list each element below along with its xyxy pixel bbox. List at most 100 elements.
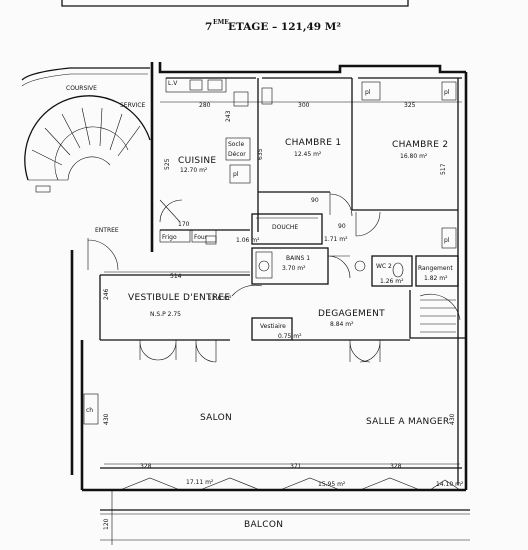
dim-635: 635: [257, 148, 264, 160]
dim-328-right: 328: [390, 463, 402, 470]
four-label: Four: [194, 234, 208, 241]
rangement-label: Rangement: [418, 265, 453, 272]
vestibule-door[interactable]: [231, 284, 263, 297]
dim-517: 517: [440, 163, 447, 175]
douche-label: DOUCHE: [272, 224, 298, 231]
dim-90-b: 90: [338, 223, 346, 230]
degagement-area: 8.84 m²: [330, 321, 354, 328]
pl-chambre2-box: [361, 81, 381, 101]
coursive-inner: [21, 73, 148, 87]
bains1-label: BAINS 1: [286, 255, 310, 262]
area-106: 1.06 m²: [236, 237, 260, 244]
pl-right-lower-box: [441, 227, 457, 249]
lv-label: L.V: [168, 80, 178, 87]
floor-title-sup: EME: [213, 19, 229, 26]
right-staircase: [409, 290, 466, 339]
balcon-label: BALCON: [244, 520, 283, 530]
douche-room: [251, 213, 323, 245]
floor-title-number: 7: [205, 21, 212, 33]
spiral-staircase: [24, 95, 151, 193]
dim-430-right: 430: [449, 413, 456, 425]
kitchen-counter-top: [165, 77, 227, 93]
dim-514: 514: [170, 273, 182, 280]
balcon-area-3: 14.10 m²: [436, 481, 464, 488]
vestibule-label: VESTIBULE D'ENTREE: [128, 293, 230, 303]
dim-430-left: 430: [103, 413, 110, 425]
vestiaire-area: 0.75 m²: [278, 333, 302, 340]
dim-90-a: 90: [311, 197, 319, 204]
salon-double-doors[interactable]: [139, 340, 217, 363]
entree-label: ENTREE: [95, 227, 119, 234]
fridge: [159, 229, 191, 243]
pl-right: pl: [444, 89, 450, 96]
wc2-area: 1.26 m²: [380, 278, 404, 285]
facade-windows: [119, 477, 461, 491]
rangement-area: 1.82 m²: [424, 275, 448, 282]
kitchen-cabinet: [229, 164, 251, 184]
wc2-label: WC 2: [376, 263, 392, 270]
entry-door[interactable]: [87, 238, 119, 271]
bains1-room: [251, 247, 329, 285]
dim-525: 525: [164, 158, 171, 170]
chambre2-label: CHAMBRE 2: [392, 140, 448, 150]
dim-243: 243: [225, 110, 232, 122]
dim-300: 300: [298, 102, 310, 109]
salle-label: SALLE A MANGER: [366, 417, 449, 427]
pl-right-box: [441, 81, 457, 101]
kitchen-unit: [233, 91, 249, 107]
degagement-label: DEGAGEMENT: [318, 309, 385, 319]
ch-label: ch: [86, 407, 93, 414]
dim-120: 120: [103, 518, 110, 530]
wall-box: [205, 235, 217, 245]
douche-area: 1.71 m²: [324, 236, 348, 243]
salle-door-left[interactable]: [349, 340, 371, 363]
toilet: [392, 262, 404, 278]
pl-right-lower: pl: [444, 237, 450, 244]
bathtub: [255, 251, 273, 279]
dim-325: 325: [404, 102, 416, 109]
chambre1-closet: [261, 87, 273, 105]
dim-328-left: 328: [140, 463, 152, 470]
pl-cuisine: pl: [233, 171, 239, 178]
salle-door-right[interactable]: [359, 340, 381, 363]
coursive-label: COURSIVE: [66, 85, 97, 92]
fireplace: [83, 393, 99, 425]
decor-label: Décor: [228, 151, 246, 158]
vestibule-area: 12.6 m²: [208, 295, 232, 302]
kitchen-hob: [207, 79, 223, 91]
outer-wall-top: [158, 62, 466, 74]
salon-label: SALON: [200, 413, 232, 423]
service-label: SERVICE: [120, 102, 146, 109]
coursive-wall: [21, 67, 150, 81]
cuisine-door[interactable]: [159, 199, 183, 223]
dimensions: [104, 101, 462, 465]
socle-label: Socle: [228, 141, 244, 148]
balcon-area-2: 15.95 m²: [318, 481, 346, 488]
frigo-label: Frigo: [162, 234, 177, 241]
cuisine-label: CUISINE: [178, 156, 216, 166]
cuisine-area: 12.70 m²: [180, 167, 208, 174]
top-frame-edge: [61, 0, 409, 7]
chambre2-door[interactable]: [355, 211, 381, 237]
floor-title: ETAGE – 121,49 M²: [228, 21, 341, 33]
chambre2-area: 16.80 m²: [400, 153, 428, 160]
vestiaire-room: [251, 317, 293, 341]
nsp-label: N.S.P 2.75: [150, 311, 181, 318]
wc-basin: [354, 260, 366, 272]
dim-280: 280: [199, 102, 211, 109]
pl-chambre2: pl: [365, 89, 371, 96]
vestiaire-label: Vestiaire: [260, 323, 286, 330]
dim-371: 371: [290, 463, 302, 470]
balcon-area-1: 17.11 m²: [186, 479, 214, 486]
bains1-area: 3.70 m²: [282, 265, 306, 272]
washbasin: [258, 260, 270, 272]
chambre1-door[interactable]: [329, 192, 353, 217]
bains1-door[interactable]: [327, 255, 351, 279]
kitchen-sink: [189, 79, 203, 91]
kitchen-socle: [225, 137, 251, 161]
chambre1-area: 12.45 m²: [294, 151, 322, 158]
chambre1-label: CHAMBRE 1: [285, 138, 341, 148]
dim-170: 170: [178, 221, 190, 228]
dim-246: 246: [103, 288, 110, 300]
